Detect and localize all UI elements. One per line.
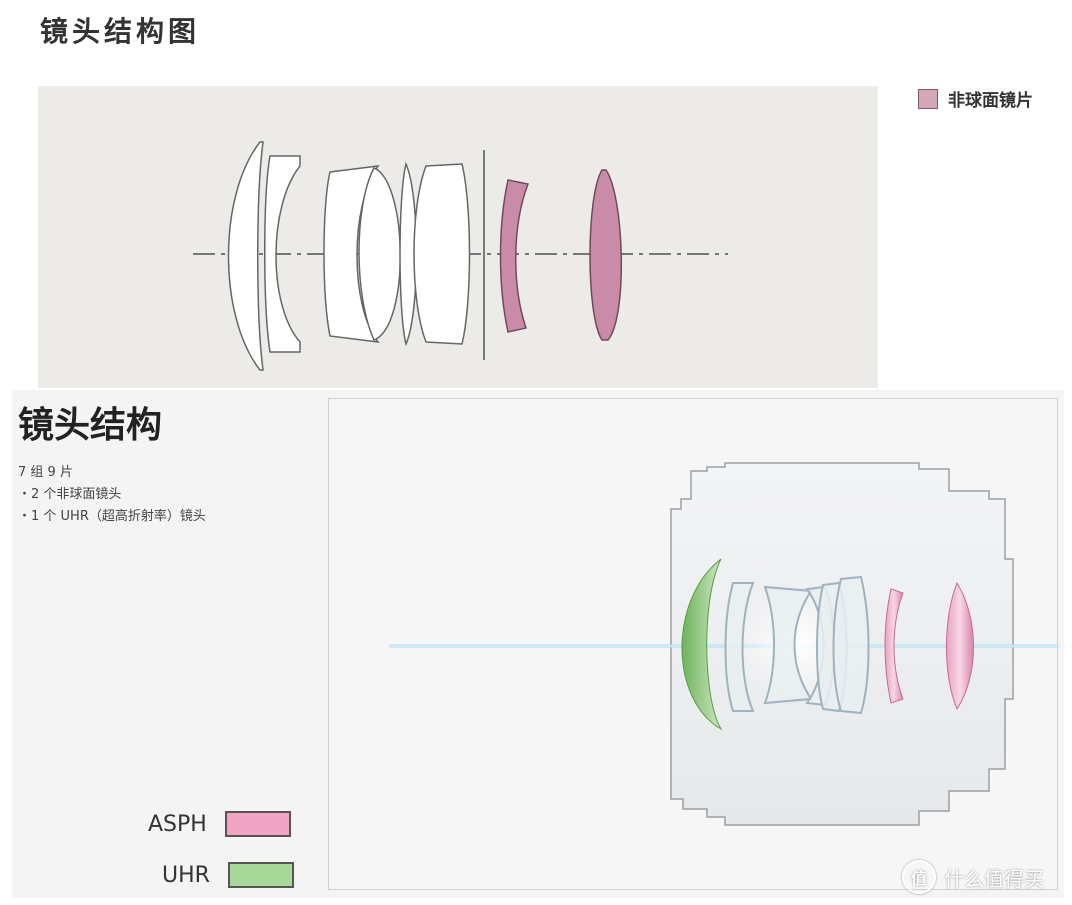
- watermark-text: 什么值得买: [944, 866, 1044, 891]
- legend-asph: ASPH: [148, 811, 291, 837]
- site-logo-icon: 值: [902, 860, 936, 894]
- spec-item: 7 组 9 片: [18, 465, 73, 480]
- aspherical-lens-1: [499, 179, 530, 333]
- legend-swatch-uhr: [227, 862, 294, 888]
- legend-swatch-aspherical: [918, 88, 938, 109]
- site-watermark: 值 什么值得买: [902, 860, 1044, 894]
- lens-spec-list: 7 组 9 片 ・2 个非球面镜头 ・1 个 UHR（超高折射率）镜头: [18, 462, 206, 528]
- section-title: 镜头结构: [18, 405, 163, 446]
- lens-element-6: [413, 163, 471, 345]
- legend-swatch-asph: [224, 811, 291, 837]
- spec-item: ・2 个非球面镜头: [18, 487, 122, 502]
- legend-label-asph: ASPH: [148, 811, 207, 837]
- legend-label-uhr: UHR: [162, 862, 210, 888]
- lens-element-2: [264, 155, 301, 353]
- legend-label-aspherical: 非球面镜片: [948, 91, 1033, 111]
- aspherical-lens-2: [589, 169, 623, 341]
- lens-diagram-top: [38, 86, 878, 388]
- spec-item: ・1 个 UHR（超高折射率）镜头: [18, 509, 206, 524]
- legend-uhr: UHR: [162, 862, 294, 888]
- lens-element-b5: [832, 575, 870, 715]
- asph-lens-2: [946, 581, 974, 711]
- lens-element-4: [358, 167, 401, 341]
- lens-element-1: [227, 141, 264, 371]
- legend-aspherical: 非球面镜片: [918, 86, 1033, 111]
- lens-diagram-bottom: [328, 398, 1059, 890]
- lens-element-5: [399, 161, 418, 347]
- asph-lens-1: [884, 588, 904, 704]
- page-title: 镜头结构图: [40, 15, 201, 48]
- lens-element-b1: [724, 582, 755, 712]
- uhr-lens: [681, 558, 723, 731]
